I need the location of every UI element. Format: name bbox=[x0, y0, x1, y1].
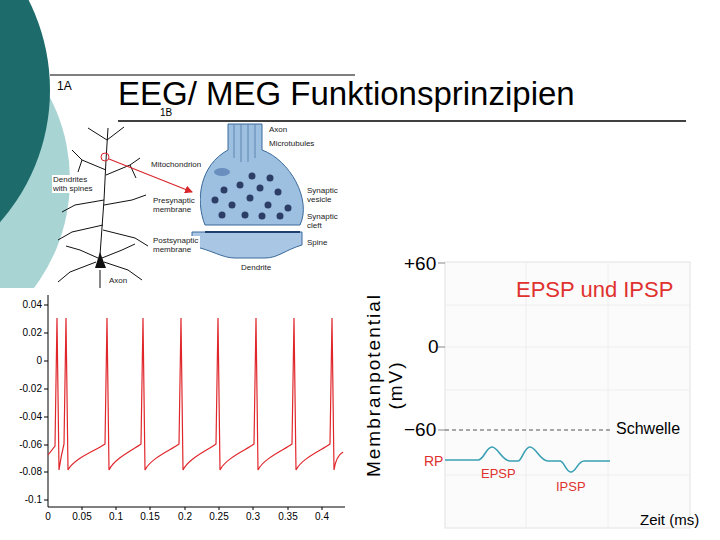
axis-ticks bbox=[44, 305, 322, 510]
postsynaptic-spine bbox=[192, 232, 302, 258]
part-label: Dendrites with spines bbox=[52, 175, 102, 193]
part-label: Presynaptic membrane bbox=[152, 196, 200, 214]
part-label: Axon bbox=[268, 125, 288, 134]
plot-grid bbox=[445, 262, 690, 528]
axis-tick-label: -0.1 bbox=[0, 494, 42, 506]
part-label: Spine bbox=[306, 238, 328, 247]
part-label: Synaptic vesicle bbox=[306, 186, 352, 204]
soma bbox=[95, 252, 106, 268]
axis-tick-label: 0.05 bbox=[65, 511, 99, 523]
axis-tick-label: 0.1 bbox=[99, 511, 133, 523]
axis-tick-label: -0.06 bbox=[0, 439, 42, 451]
spike-train bbox=[48, 318, 343, 470]
curve-label: EPSP bbox=[481, 466, 516, 481]
axis-value: +60 bbox=[404, 253, 436, 275]
psp-plot-area bbox=[445, 262, 690, 528]
axis-title: Zeit (ms) bbox=[640, 511, 699, 529]
axis-tick-label: 0.25 bbox=[202, 511, 236, 523]
axis-value: 0 bbox=[428, 336, 439, 358]
title-underline bbox=[118, 120, 686, 122]
y-axis bbox=[48, 295, 49, 507]
panel-label: 1B bbox=[160, 107, 172, 118]
part-label: Axon bbox=[108, 276, 128, 285]
mitochondrion-shape bbox=[214, 168, 230, 176]
part-label: Dendrite bbox=[240, 263, 272, 272]
pyramidal-neuron bbox=[58, 127, 148, 288]
part-label: Mitochondrion bbox=[150, 160, 202, 169]
postsynaptic-density bbox=[205, 231, 300, 233]
part-label: Microtubules bbox=[268, 139, 315, 148]
axis-tick-label: 0.02 bbox=[0, 327, 42, 339]
slide-title: EEG/ MEG Funktionsprinzipien bbox=[118, 76, 575, 112]
axis-tick-label: 0.2 bbox=[168, 511, 202, 523]
threshold-line bbox=[445, 430, 610, 431]
spike-graph-ground bbox=[0, 288, 352, 533]
psp-trace bbox=[445, 447, 610, 472]
axis-tick-label: 0 bbox=[0, 355, 42, 367]
axis-tick-label: 0.4 bbox=[305, 511, 339, 523]
axis-tick-label: 0.35 bbox=[271, 511, 305, 523]
curve-label: IPSP bbox=[556, 479, 586, 494]
axis-tick-label: 0.15 bbox=[133, 511, 167, 523]
synaptic-vesicles bbox=[212, 173, 292, 220]
axis-tick-label: -0.02 bbox=[0, 383, 42, 395]
deco-circle-dark bbox=[0, 0, 50, 290]
microtubule-lines bbox=[234, 124, 255, 162]
axis-tick-label: -0.08 bbox=[0, 466, 42, 478]
axis-tick-label: 0.04 bbox=[0, 299, 42, 311]
threshold-label: Schwelle bbox=[616, 419, 680, 438]
axis-tick-label: 0 bbox=[31, 511, 65, 523]
part-label: Postsynaptic membrane bbox=[152, 236, 200, 254]
curve-label: RP bbox=[424, 453, 443, 469]
axis-value: −60 bbox=[404, 419, 436, 441]
x-axis bbox=[48, 507, 345, 508]
plot-title: EPSP und IPSP bbox=[516, 277, 673, 303]
value-ticks bbox=[438, 263, 445, 430]
panel-label: 1A bbox=[57, 80, 72, 93]
axis-tick-label: -0.04 bbox=[0, 411, 42, 423]
axis-title: Membranpotential (mV) bbox=[363, 278, 407, 493]
highlight-circle bbox=[101, 153, 109, 161]
axis-tick-label: 0.3 bbox=[236, 511, 270, 523]
part-label: Synaptic cleft bbox=[306, 212, 348, 230]
axon-line bbox=[100, 270, 101, 288]
